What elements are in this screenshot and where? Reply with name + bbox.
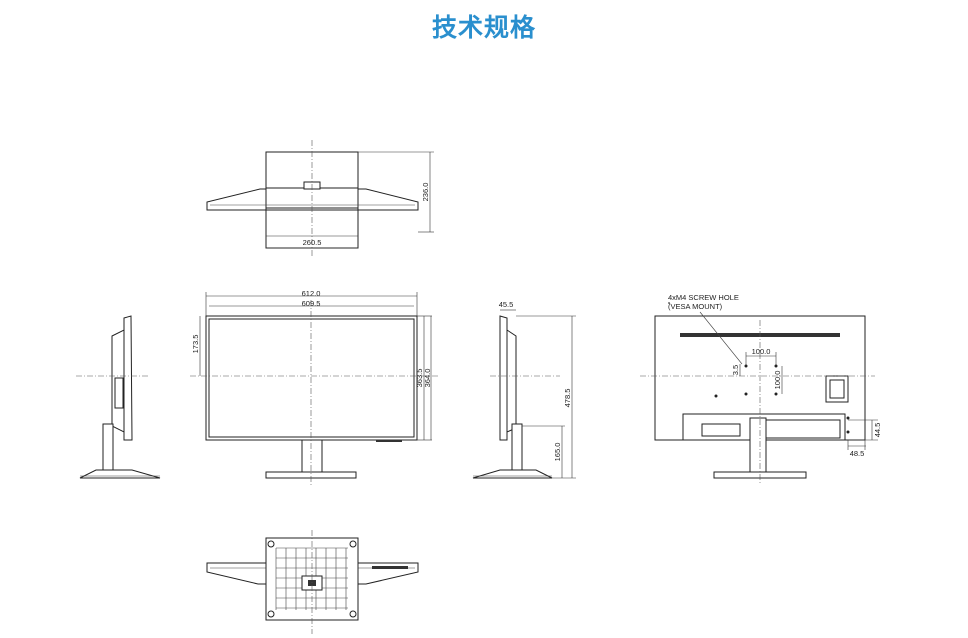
dim-front-overall-width: 612.0 [302,289,321,298]
dim-vesa-height: 100.0 [773,371,782,390]
dim-front-upper-height: 173.5 [191,335,200,354]
dim-top-depth: 236.0 [421,183,430,202]
dim-front-panel-width: 609.5 [302,299,321,308]
dim-vesa-width: 100.0 [752,347,771,356]
vesa-mount-label: (VESA MOUNT) [668,302,723,311]
bottom-view [206,530,419,634]
back-view: 4xM4 SCREW HOLE (VESA MOUNT) 100.0 100.0… [640,293,882,484]
top-view: 236.0 260.5 [206,140,434,258]
dim-top-base-width: 260.5 [303,238,322,247]
dim-back-right-b: 48.5 [850,449,865,458]
dim-side-total-height: 478.5 [563,389,572,408]
right-side-view: 45.5 478.5 165.0 [472,300,576,479]
dim-front-total-height: 364.0 [423,369,432,388]
dim-small: 3.5 [731,365,740,375]
dim-side-stand-height: 165.0 [553,443,562,462]
page-title: 技术规格 [431,13,536,42]
dim-front-panel-height: 363.5 [415,369,424,388]
left-side-view [76,315,161,479]
front-view: 612.0 609.5 173.5 363.5 364.0 [190,289,440,486]
dim-side-thickness: 45.5 [499,300,514,309]
dim-back-right-a: 44.5 [873,423,882,438]
screw-hole-label: 4xM4 SCREW HOLE [668,293,739,302]
